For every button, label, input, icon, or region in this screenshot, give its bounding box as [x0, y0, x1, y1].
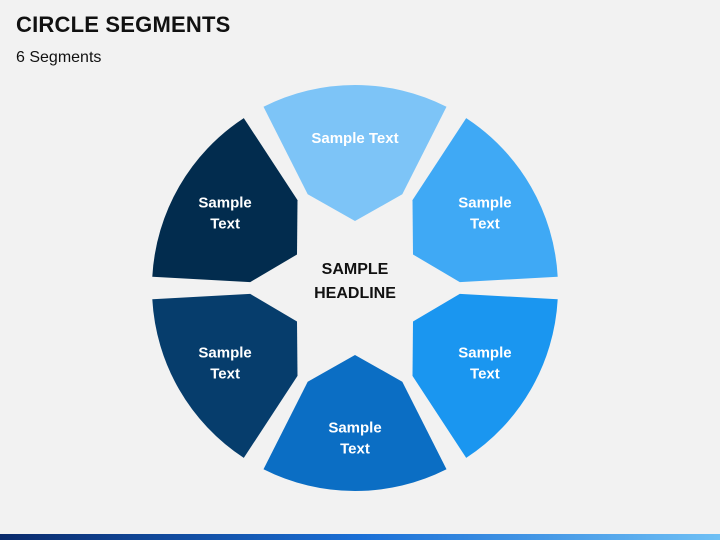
segment-2 — [412, 118, 558, 283]
segment-4-label-line-2: Text — [340, 441, 370, 458]
segment-3-label-line-2: Text — [470, 366, 500, 383]
center-headline-line-2: HEADLINE — [314, 285, 396, 302]
segment-2-label-line-1: Sample — [458, 195, 511, 212]
segment-5-label-line-2: Text — [210, 366, 240, 383]
segment-5-label-line-1: Sample — [198, 345, 251, 362]
segment-6-label-line-2: Text — [210, 216, 240, 233]
center-headline-line-1: SAMPLE — [322, 261, 389, 278]
segment-4-label-line-1: Sample — [328, 420, 381, 437]
segment-4 — [263, 355, 447, 491]
slide-subtitle: 6 Segments — [16, 49, 102, 66]
segment-3 — [412, 293, 558, 458]
segment-1-label-line-1: Sample Text — [311, 130, 398, 147]
segment-6-label-line-1: Sample — [198, 195, 251, 212]
segment-6 — [152, 118, 298, 283]
footer-bar — [0, 534, 720, 540]
slide-title: CIRCLE SEGMENTS — [16, 12, 231, 37]
segment-5 — [152, 293, 298, 458]
segment-1 — [263, 85, 447, 221]
segment-2-label-line-2: Text — [470, 216, 500, 233]
segment-3-label-line-1: Sample — [458, 345, 511, 362]
